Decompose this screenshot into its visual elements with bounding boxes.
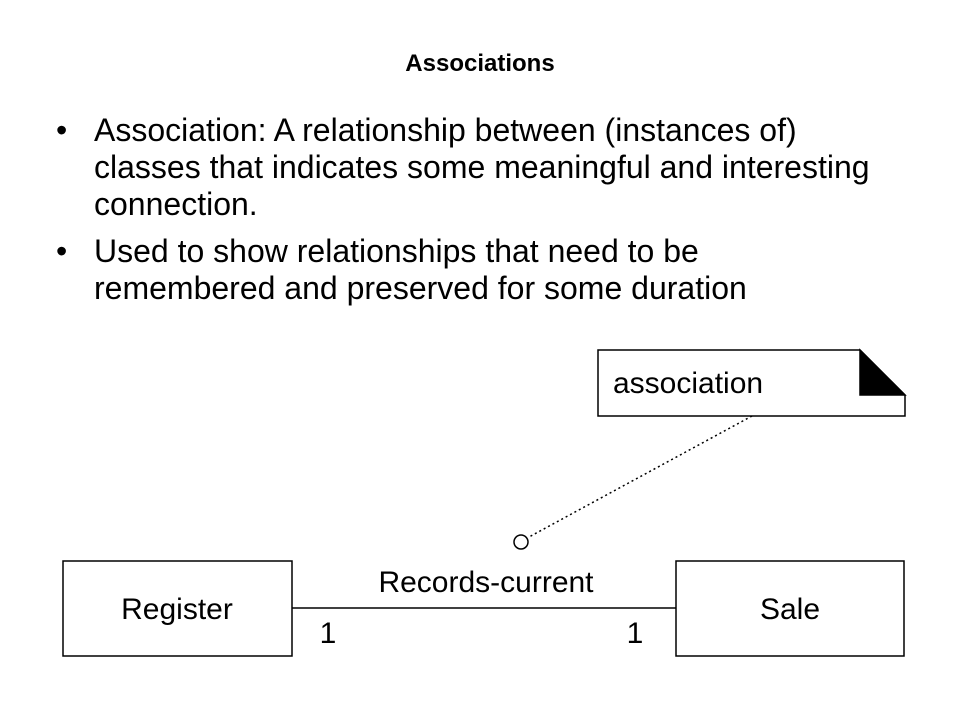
slide-title: Associations: [405, 50, 555, 77]
bullet-item: • Used to show relationships that need t…: [56, 233, 876, 307]
class-name-register: Register: [121, 593, 233, 626]
class-name-sale: Sale: [760, 593, 820, 626]
association-name: Records-current: [378, 566, 594, 599]
multiplicity-right: 1: [627, 617, 644, 650]
note-anchor-circle: [513, 534, 529, 550]
note-box: [597, 349, 906, 417]
bullet-text: Used to show relationships that need to …: [94, 233, 747, 306]
bullet-marker: •: [56, 112, 68, 148]
note-label: association: [613, 367, 763, 400]
class-box-register: [62, 560, 293, 657]
note-folded-corner: [859, 348, 907, 396]
bullet-text: Association: A relationship between (ins…: [94, 112, 870, 222]
multiplicity-left: 1: [320, 617, 337, 650]
bullet-item: • Association: A relationship between (i…: [56, 112, 876, 223]
bullet-list: • Association: A relationship between (i…: [56, 112, 876, 317]
note-anchor-line: [528, 415, 753, 538]
bullet-marker: •: [56, 233, 68, 269]
